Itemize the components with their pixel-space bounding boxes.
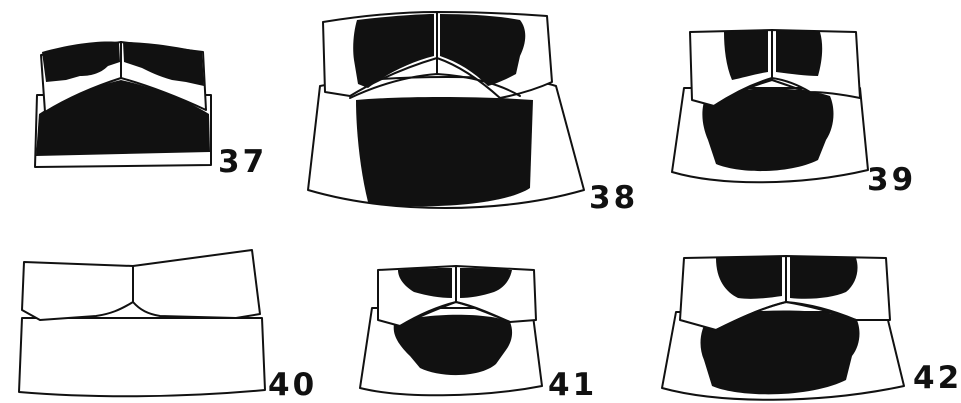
figure-40-label: 40 — [268, 367, 317, 403]
fig38-lower-patch — [356, 97, 533, 206]
figure-42-label: 42 — [913, 360, 961, 396]
figure-38: 38 — [308, 12, 638, 216]
figure-38-label: 38 — [589, 180, 638, 216]
figure-39: 39 — [672, 30, 916, 198]
figure-42: 42 — [662, 256, 961, 400]
figure-41-label: 41 — [548, 367, 597, 403]
figure-41: 41 — [360, 266, 597, 403]
fig40-upper-right-plate — [133, 250, 260, 318]
figure-40: 40 — [19, 250, 317, 403]
figure-37-label: 37 — [218, 144, 267, 180]
figure-37: 37 — [35, 41, 267, 180]
figure-39-label: 39 — [867, 162, 916, 198]
fig40-lower-plate — [19, 318, 265, 396]
fig40-upper-left-plate — [22, 262, 133, 320]
